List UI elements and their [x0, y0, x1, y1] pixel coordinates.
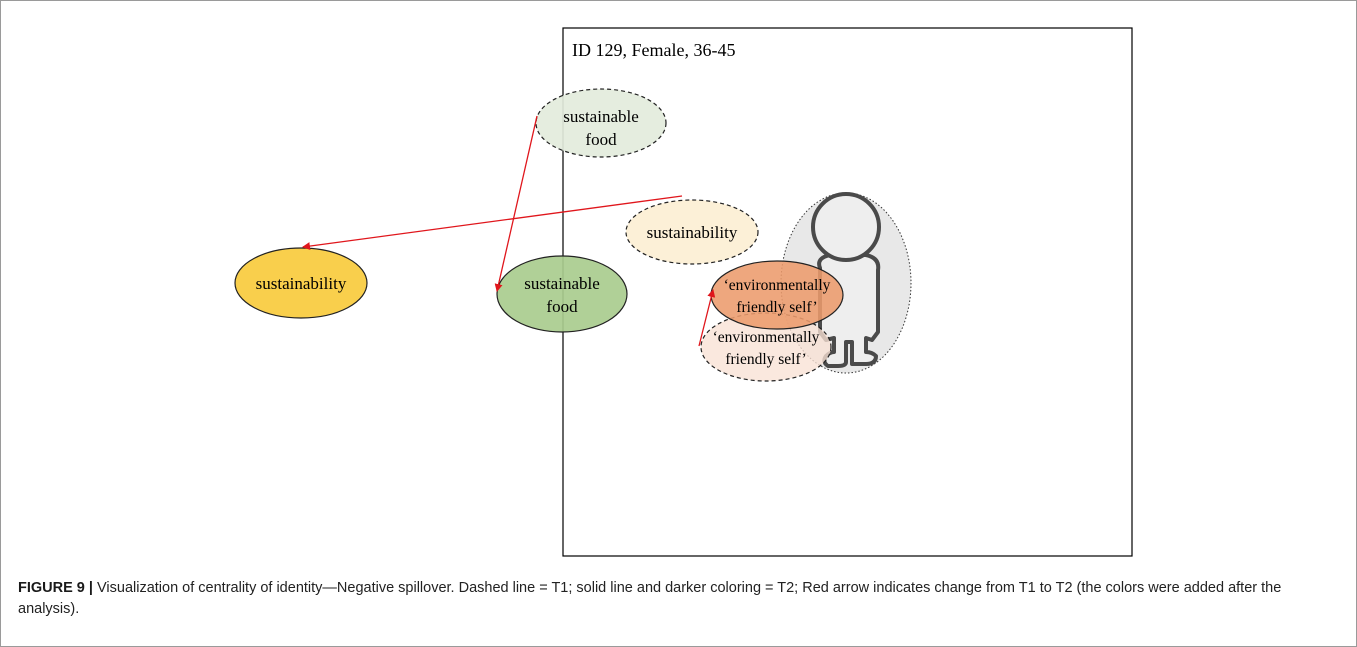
node-label: friendly self’ — [725, 351, 806, 368]
node-label: sustainability — [647, 223, 738, 242]
node-label: sustainable — [563, 107, 639, 126]
node-label: ‘environmentally — [713, 329, 820, 346]
node-sustainable-food-t1: sustainable food — [535, 88, 667, 158]
arrow-sustainable-food-change — [494, 115, 538, 292]
node-sustainability-t1: sustainability — [625, 199, 759, 265]
node-sustainable-food-t2: sustainable food — [496, 255, 628, 333]
node-label: food — [546, 297, 578, 316]
node-label: food — [585, 130, 617, 149]
node-label: friendly self’ — [736, 299, 817, 316]
node-label: ‘environmentally — [724, 277, 831, 294]
figure-caption: FIGURE 9 | Visualization of centrality o… — [18, 578, 1338, 620]
figure-label: FIGURE 9 | — [18, 580, 93, 596]
panel-title: ID 129, Female, 36-45 — [572, 40, 735, 60]
node-label: sustainable — [524, 274, 600, 293]
arrow-env-self-change — [698, 289, 716, 347]
node-env-self-t2: ‘environmentally friendly self’ — [710, 260, 844, 330]
node-sustainability-t2: sustainability — [234, 247, 368, 319]
arrow-sustainability-change — [302, 195, 683, 251]
caption-text: Visualization of centrality of identity—… — [18, 580, 1282, 617]
node-label: sustainability — [256, 274, 347, 293]
node-env-self-t1: ‘environmentally friendly self’ — [700, 312, 832, 382]
